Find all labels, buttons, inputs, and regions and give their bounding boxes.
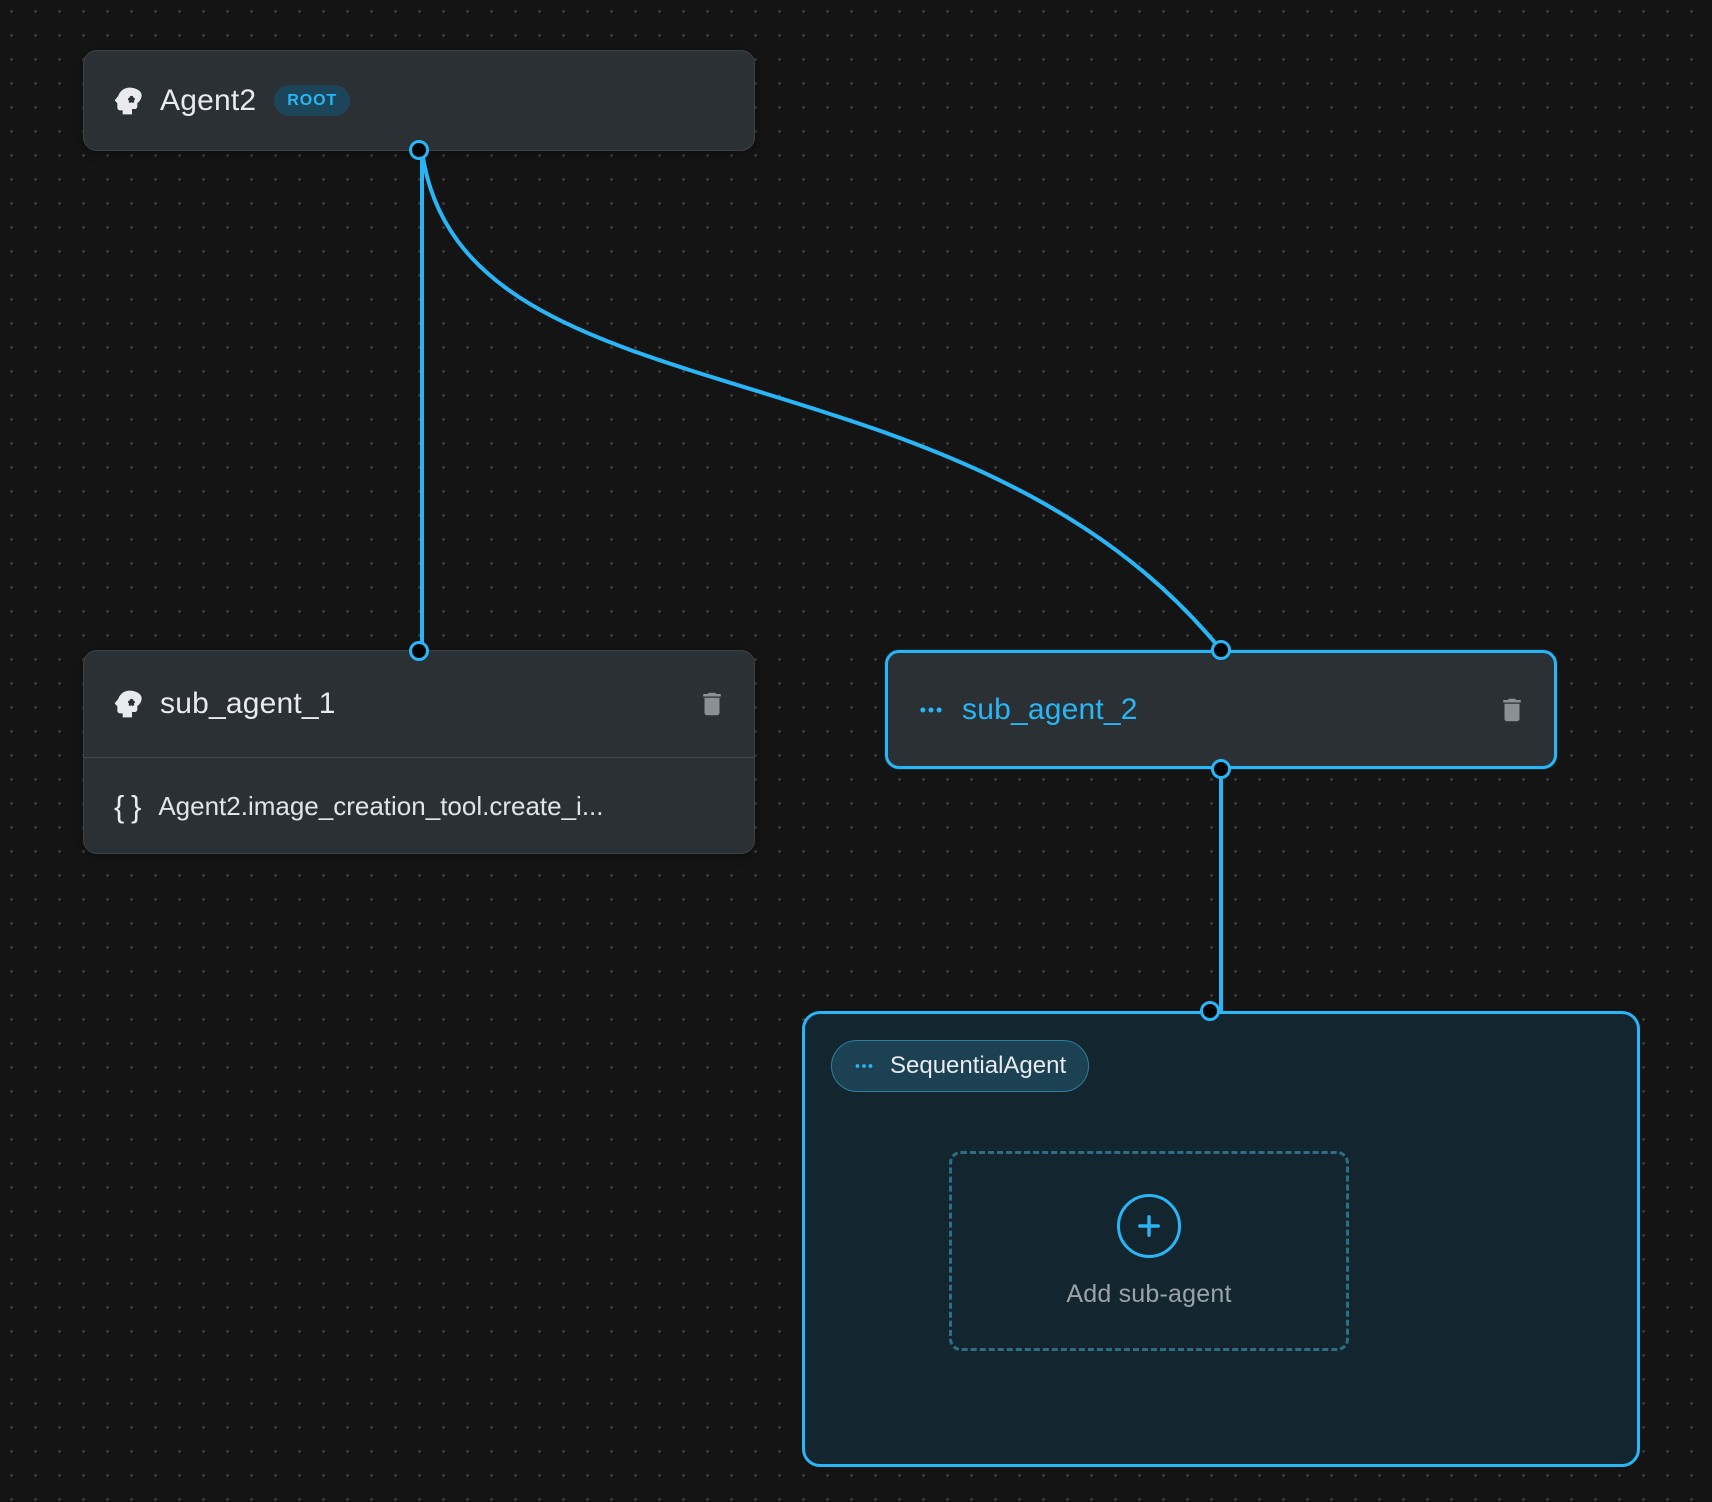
psychology-icon	[112, 688, 144, 720]
psychology-icon	[112, 85, 144, 117]
source-handle-root[interactable]	[409, 140, 429, 160]
edge-root-to-sub-agent-2	[420, 150, 1223, 652]
more-horiz-icon	[852, 1054, 876, 1078]
tool-row[interactable]: { } Agent2.image_creation_tool.create_i.…	[84, 758, 754, 855]
target-handle-sub-agent-1[interactable]	[409, 641, 429, 661]
node-header: Agent2 ROOT	[84, 51, 754, 150]
target-handle-sequential-group[interactable]	[1200, 1001, 1220, 1021]
divider	[84, 757, 754, 758]
plus-icon[interactable]	[1117, 1193, 1181, 1258]
status-badge: ROOT	[274, 85, 351, 116]
node-title: sub_agent_1	[160, 687, 336, 720]
target-handle-sub-agent-2[interactable]	[1211, 640, 1231, 660]
node-title: Agent2	[160, 83, 257, 117]
more-horiz-icon	[916, 695, 946, 725]
node-title: sub_agent_2	[962, 692, 1138, 726]
node-sub-agent-1[interactable]: sub_agent_1 { } Agent2.image_creation_to…	[83, 641, 755, 855]
trash-icon[interactable]	[1492, 690, 1532, 730]
trash-icon[interactable]	[692, 684, 732, 724]
node-agent2-root[interactable]: Agent2 ROOT	[83, 50, 755, 160]
add-sub-agent-dropzone[interactable]: Add sub-agent	[949, 1151, 1349, 1351]
node-sequential-agent-group[interactable]: SequentialAgent Add sub-agent	[802, 1001, 1640, 1467]
braces-icon: { }	[114, 788, 141, 824]
node-header: sub_agent_1	[84, 651, 754, 757]
tool-label: Agent2.image_creation_tool.create_i...	[158, 791, 604, 821]
node-sub-agent-2[interactable]: sub_agent_2	[885, 640, 1557, 779]
add-sub-agent-label: Add sub-agent	[1066, 1279, 1232, 1308]
group-label-pill[interactable]: SequentialAgent	[831, 1040, 1090, 1092]
source-handle-sub-agent-2[interactable]	[1211, 759, 1231, 779]
group-label-text: SequentialAgent	[890, 1052, 1067, 1079]
node-header: sub_agent_2	[888, 653, 1554, 766]
